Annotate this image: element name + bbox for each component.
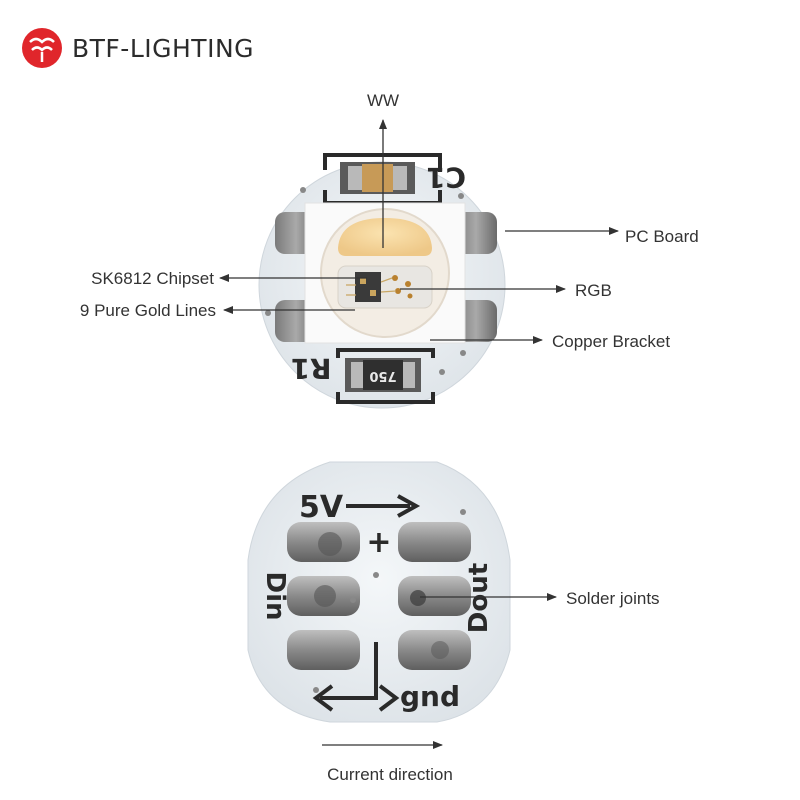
- silk-r1: R1: [290, 352, 331, 385]
- silk-gnd: gnd: [400, 680, 460, 713]
- pad-gnd-left: [287, 630, 360, 670]
- label-pc-board: PC Board: [625, 227, 699, 246]
- btf-logo-icon: [22, 28, 62, 68]
- top-callouts: WW PC Board SK6812 Chipset RGB 9 Pure Go…: [80, 91, 699, 351]
- label-copper-bracket: Copper Bracket: [552, 332, 670, 351]
- sk6812-chip: [355, 272, 381, 302]
- rgb-die-area: [337, 265, 433, 309]
- silk-c1: C1: [426, 161, 466, 194]
- label-solder-joints: Solder joints: [566, 589, 660, 608]
- led-bottom-view: 5V + Din Dout gnd: [247, 461, 511, 723]
- resistor-r1: 750 R1: [290, 348, 435, 404]
- silk-plus: +: [366, 525, 391, 560]
- solder-joint-dot: [410, 590, 426, 606]
- pad-5v-right: [398, 522, 471, 562]
- brand-header: BTF-LIGHTING: [22, 28, 254, 68]
- label-chipset: SK6812 Chipset: [91, 269, 214, 288]
- silk-resistor-code: 750: [369, 368, 396, 383]
- led-top-view: C1 750 R1: [258, 153, 506, 409]
- label-ww: WW: [367, 91, 399, 110]
- bottom-callouts: Solder joints Current direction: [322, 589, 660, 784]
- ww-die: [338, 218, 432, 256]
- label-rgb: RGB: [575, 281, 612, 300]
- label-gold-lines: 9 Pure Gold Lines: [80, 301, 216, 320]
- label-current-direction: Current direction: [327, 765, 453, 784]
- pad-dout: [398, 576, 471, 616]
- silk-dout: Dout: [464, 563, 494, 633]
- silk-5v: 5V: [299, 490, 344, 525]
- silk-din: Din: [260, 571, 290, 620]
- brand-name: BTF-LIGHTING: [72, 34, 254, 63]
